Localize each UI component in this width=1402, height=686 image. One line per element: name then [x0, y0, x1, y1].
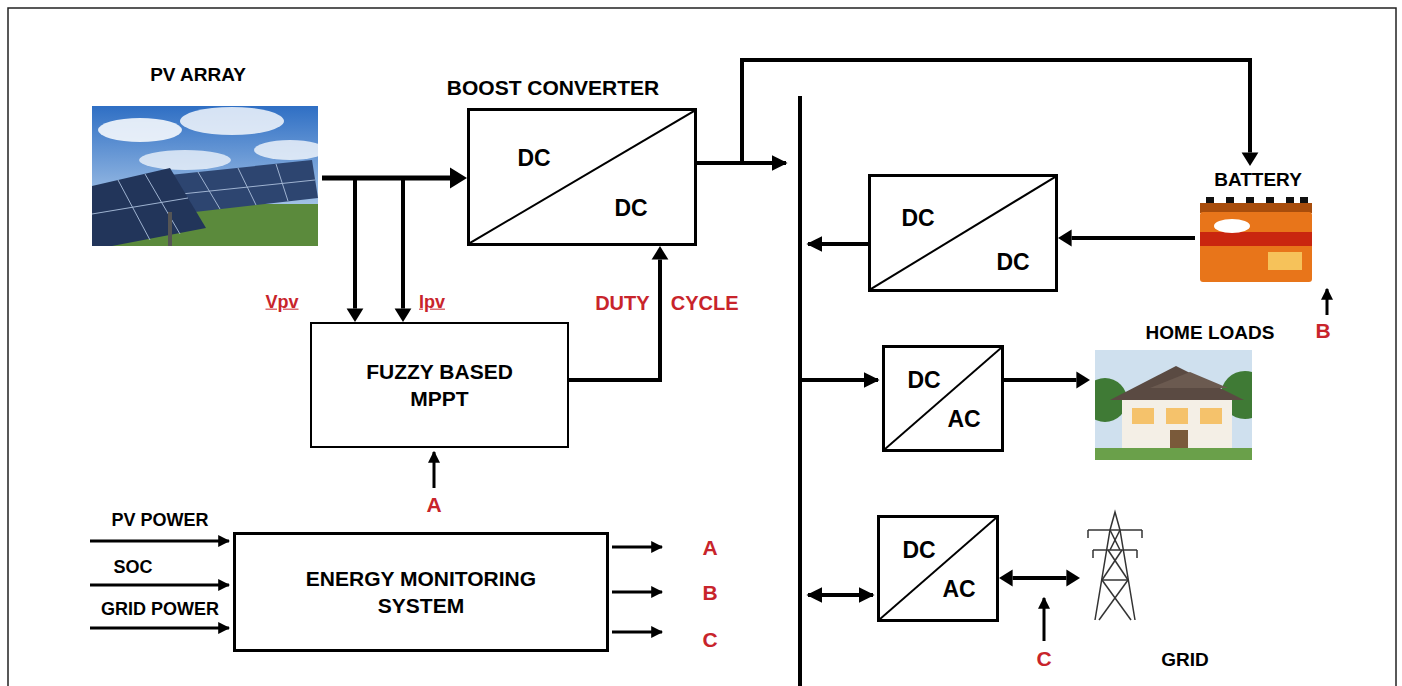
output-letter: B: [702, 581, 717, 605]
connector-line: [1004, 378, 1076, 382]
arrowhead: [1242, 152, 1259, 166]
connector-line: [322, 178, 403, 308]
mppt-box: FUZZY BASED MPPT: [310, 322, 569, 448]
pv-array-node: PV ARRAY: [88, 60, 322, 248]
diagonal-line: [880, 518, 996, 619]
pv-array-photo: [92, 106, 318, 246]
converter-diagonal: [470, 111, 694, 243]
battery-node: BATTERY: [1195, 166, 1320, 284]
connector-arrow: [697, 60, 1258, 166]
transmission-tower: [1088, 512, 1142, 620]
converter-diagonal: [880, 518, 996, 619]
connector-arrow: [322, 178, 411, 322]
output-letter: A: [702, 536, 717, 560]
diagonal-line: [885, 348, 1001, 449]
node-heading: BOOST CONVERTER: [447, 76, 659, 100]
inverter-box: DC AC: [882, 345, 1004, 452]
signal-letter: C: [1036, 647, 1051, 671]
monitoring-box: ENERGY MONITORING SYSTEM: [233, 532, 609, 652]
edge-label: DUTY CYCLE: [595, 292, 738, 315]
converter-label: AC: [942, 576, 975, 602]
house-picture: [1095, 350, 1252, 460]
connector-arrow: [1058, 230, 1195, 247]
arrowhead: [1076, 372, 1090, 389]
converter-label: DC: [996, 249, 1029, 275]
connector-line: [1013, 576, 1067, 580]
converter-label: DC: [907, 367, 940, 393]
connector-line: [569, 260, 660, 380]
converter-label: DC: [517, 145, 550, 171]
signal-letter: A: [426, 493, 441, 517]
node-heading: BATTERY: [1214, 169, 1302, 191]
connector-line: [322, 178, 355, 308]
arrowhead: [1058, 230, 1072, 247]
connector-line: [1072, 236, 1195, 240]
connector-line: [697, 60, 1250, 163]
converter-label: DC: [614, 195, 647, 221]
grid-inverter-box: DC AC: [877, 515, 999, 622]
converter-diagonal: [885, 348, 1001, 449]
box-label: ENERGY MONITORING SYSTEM: [291, 565, 551, 620]
output-letter: C: [702, 628, 717, 652]
node-heading: PV ARRAY: [150, 64, 246, 86]
arrowhead: [1066, 570, 1080, 587]
node-heading: GRID: [1161, 649, 1209, 671]
arrowhead: [999, 570, 1013, 587]
node-heading: HOME LOADS: [1146, 322, 1275, 344]
converter-label: AC: [947, 406, 980, 432]
diagonal-line: [871, 177, 1055, 289]
signal-letter: B: [1315, 319, 1330, 343]
input-signal: PV POWER: [111, 510, 208, 531]
home-loads-node: HOME LOADS: [1090, 318, 1280, 462]
signal-arrows: [90, 289, 1327, 641]
arrowhead: [652, 246, 669, 260]
box-label: FUZZY BASED MPPT: [340, 358, 540, 413]
connector-arrow: [1004, 372, 1090, 389]
bus-arrows: [742, 163, 878, 595]
arrowhead: [450, 168, 467, 189]
battery-picture: [1200, 197, 1312, 282]
input-signal: GRID POWER: [101, 599, 219, 620]
frame: [8, 8, 1396, 686]
diagonal-line: [470, 111, 694, 243]
converter-label: DC: [902, 537, 935, 563]
input-signal: SOC: [113, 557, 152, 578]
arrowhead: [347, 308, 364, 322]
grid-node: GRID: [1080, 508, 1228, 676]
dc-dc-converter-box: DC DC: [868, 174, 1058, 292]
connector-arrow: [322, 178, 363, 322]
connector-arrow: [999, 570, 1080, 587]
converter-label: DC: [901, 205, 934, 231]
edge-label: Ipv: [419, 292, 445, 313]
boost-converter-box: BOOST CONVERTERDCDC: [467, 108, 697, 246]
edge-label: Vpv: [265, 292, 298, 313]
dc-bus: [798, 96, 802, 686]
arrowhead: [395, 308, 412, 322]
